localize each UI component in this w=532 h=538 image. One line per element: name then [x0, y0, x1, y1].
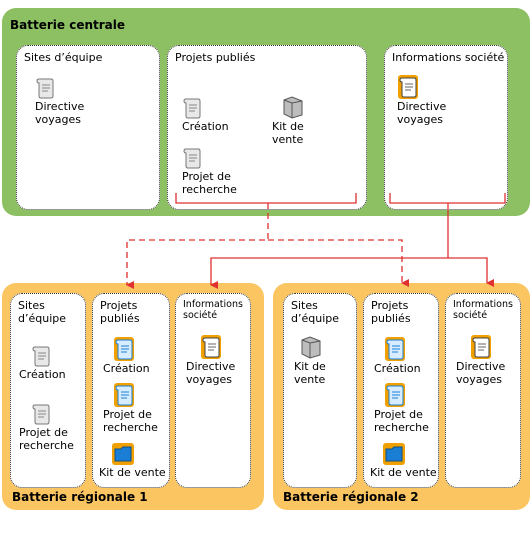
central-site-corporate: Informations société Directive voyages: [384, 45, 508, 210]
item-label: Kit de vente: [294, 360, 326, 387]
central-farm-title: Batterie centrale: [10, 18, 126, 32]
folder-icon: [301, 336, 321, 359]
list-item: Kit de vente: [370, 442, 437, 479]
item-label: Directive voyages: [397, 100, 447, 127]
folder-icon-blue: [112, 443, 134, 465]
regional1-site-team: Sites d’équipe Création Projet de recher…: [10, 293, 86, 488]
list-item: Création: [19, 344, 66, 381]
regional2-site-corporate: Informations société Directive voyages: [445, 293, 521, 488]
regional-farm-1: Batterie régionale 1 Sites d’équipe Créa…: [2, 283, 264, 510]
regional1-site-published: Projets publiés Création Projet de reche…: [92, 293, 170, 488]
scroll-icon-highlighted: [398, 75, 418, 99]
site-title: Informations société: [453, 299, 513, 322]
regional-farm-1-title: Batterie régionale 1: [12, 490, 148, 504]
scroll-icon-blue: [114, 383, 134, 407]
site-title: Sites d’équipe: [24, 51, 103, 64]
published-connector-2: [268, 239, 409, 287]
corporate-connector-2: [448, 257, 494, 287]
regional2-site-published: Projets publiés Création Projet de reche…: [363, 293, 439, 488]
scroll-icon: [183, 148, 201, 169]
item-label: Projet de recherche: [103, 408, 158, 435]
scroll-icon-highlighted: [471, 335, 491, 359]
item-label: Création: [103, 362, 150, 375]
item-label: Directive voyages: [35, 100, 85, 127]
site-title: Sites d’équipe: [18, 299, 67, 326]
item-label: Projet de recherche: [182, 170, 237, 197]
item-label: Kit de vente: [99, 466, 166, 479]
list-item: Directive voyages: [186, 334, 246, 386]
site-title: Projets publiés: [100, 299, 140, 326]
scroll-icon-blue: [385, 383, 405, 407]
regional2-site-team: Sites d’équipe Kit de vente: [283, 293, 357, 488]
item-label: Projet de recherche: [19, 426, 74, 453]
site-title: Projets publiés: [371, 299, 411, 326]
item-label: Projet de recherche: [374, 408, 429, 435]
regional1-site-corporate: Informations société Directive voyages: [175, 293, 251, 488]
scroll-icon-highlighted: [201, 335, 221, 359]
item-label: Directive voyages: [186, 360, 236, 387]
list-item: Création: [182, 96, 229, 133]
regional-farm-2: Batterie régionale 2 Sites d’équipe Kit …: [273, 283, 530, 510]
central-site-team: Sites d’équipe Directive voyages: [16, 45, 160, 210]
list-item: Directive voyages: [456, 334, 516, 386]
item-label: Création: [374, 362, 421, 375]
item-label: Kit de vente: [370, 466, 437, 479]
site-title: Sites d’équipe: [291, 299, 340, 326]
folder-icon: [283, 96, 303, 119]
site-title: Projets publiés: [175, 51, 256, 64]
scroll-icon-blue: [385, 337, 405, 361]
list-item: Projet de recherche: [19, 402, 79, 452]
central-farm: Batterie centrale Sites d’équipe Directi…: [2, 8, 530, 216]
regional-farm-2-title: Batterie régionale 2: [283, 490, 419, 504]
list-item: Directive voyages: [35, 76, 105, 126]
list-item: Création: [103, 336, 150, 375]
list-item: Kit de vente: [99, 442, 166, 479]
scroll-icon-blue: [114, 337, 134, 361]
scroll-icon: [32, 404, 50, 425]
scroll-icon: [36, 78, 54, 99]
list-item: Projet de recherche: [103, 382, 163, 434]
item-label: Création: [182, 120, 229, 133]
central-site-published: Projets publiés Création Projet de reche…: [167, 45, 367, 210]
item-label: Kit de vente: [272, 120, 304, 147]
item-label: Création: [19, 368, 66, 381]
item-label: Directive voyages: [456, 360, 506, 387]
site-title: Informations société: [183, 299, 243, 322]
scroll-icon: [183, 98, 201, 119]
list-item: Directive voyages: [397, 74, 467, 126]
site-title: Informations société: [392, 51, 505, 64]
list-item: Kit de vente: [272, 94, 312, 146]
list-item: Projet de recherche: [182, 146, 242, 196]
list-item: Création: [374, 336, 421, 375]
list-item: Kit de vente: [294, 334, 334, 386]
list-item: Projet de recherche: [374, 382, 434, 434]
folder-icon-blue: [383, 443, 405, 465]
scroll-icon: [32, 346, 50, 367]
